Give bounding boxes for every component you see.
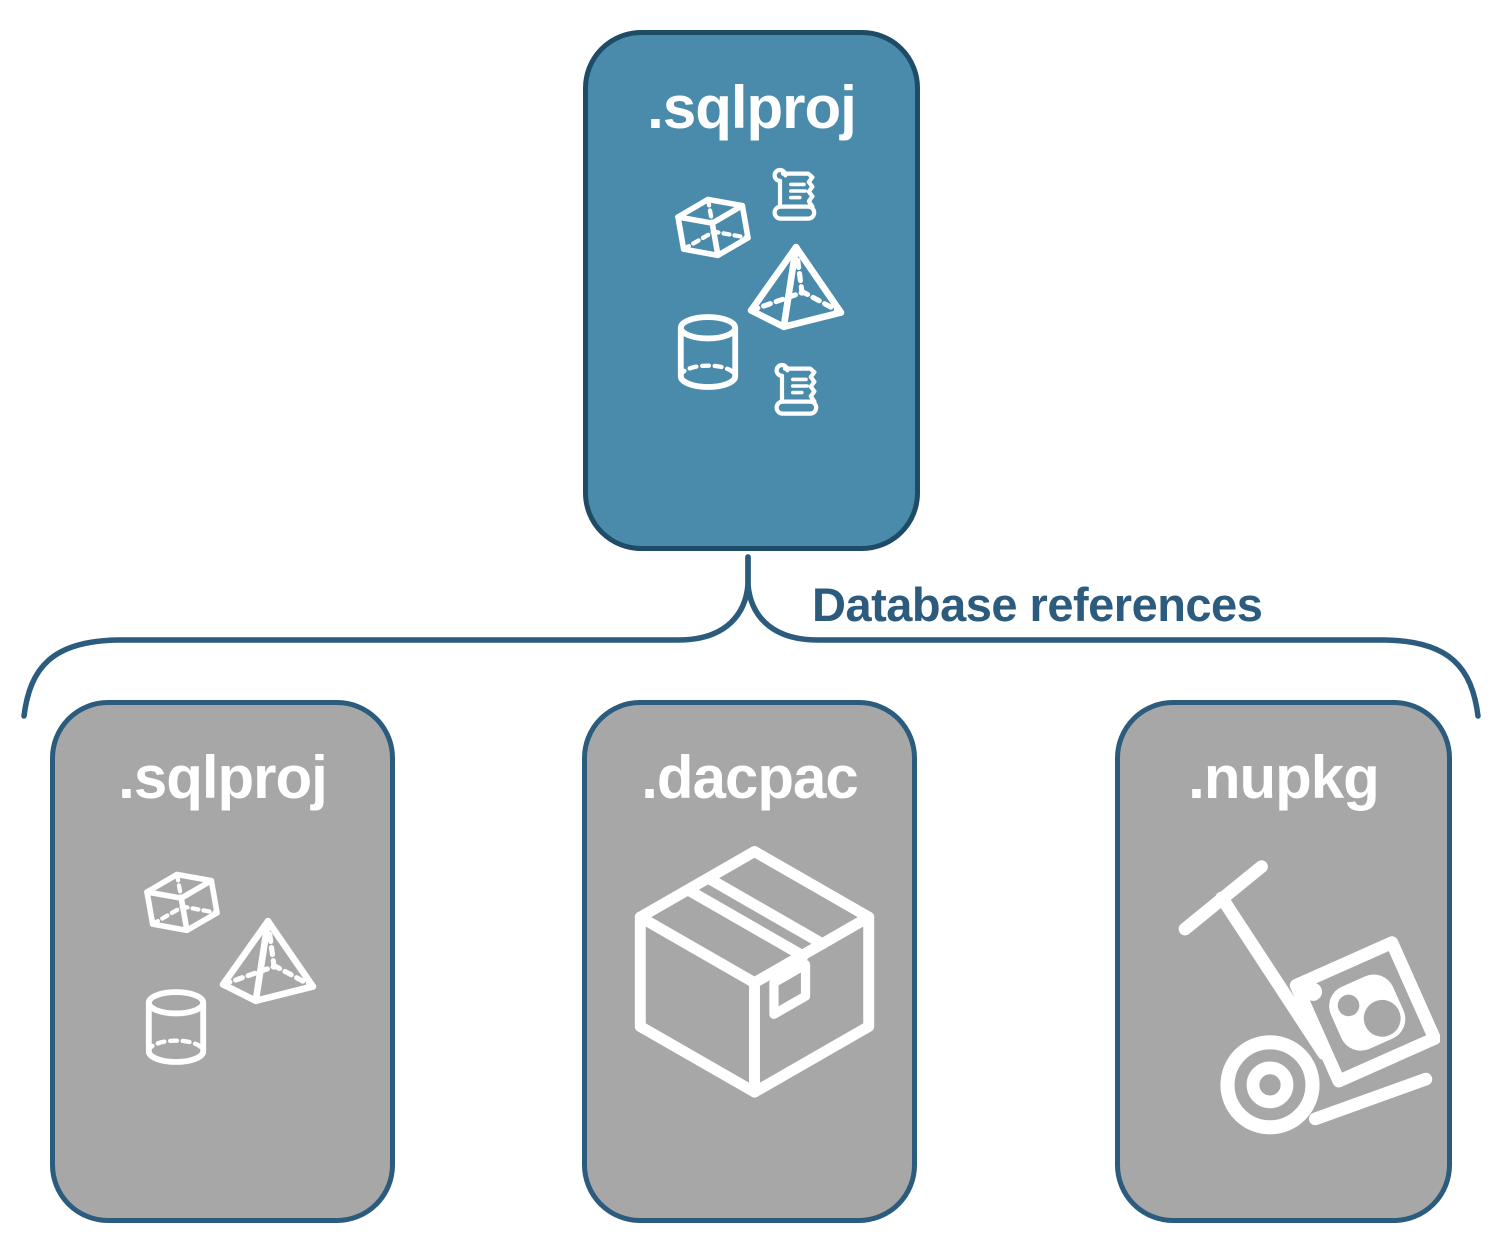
package-box-icon: [634, 846, 875, 1098]
cylinder-icon: [145, 989, 207, 1065]
child-card-title: .nupkg: [1188, 744, 1380, 811]
card-sqlproj-root: .sqlproj: [583, 30, 920, 551]
card-sqlproj-child: .sqlproj: [50, 700, 395, 1223]
child-card-title: .sqlproj: [118, 744, 328, 811]
child-card-title: .dacpac: [641, 744, 858, 811]
cylinder-icon: [677, 314, 739, 390]
script-scroll-icon: [772, 167, 817, 221]
root-card-title: .sqlproj: [647, 74, 857, 141]
script-scroll-icon: [774, 362, 819, 416]
cube-icon: [675, 196, 751, 259]
connector-label: Database references: [812, 578, 1263, 631]
pyramid-icon: [747, 243, 845, 331]
card-dacpac: .dacpac: [582, 700, 917, 1223]
card-nupkg: .nupkg: [1115, 700, 1452, 1223]
pyramid-icon: [219, 917, 317, 1005]
cube-icon: [144, 871, 220, 934]
nuget-hand-truck-icon: [1178, 860, 1440, 1135]
